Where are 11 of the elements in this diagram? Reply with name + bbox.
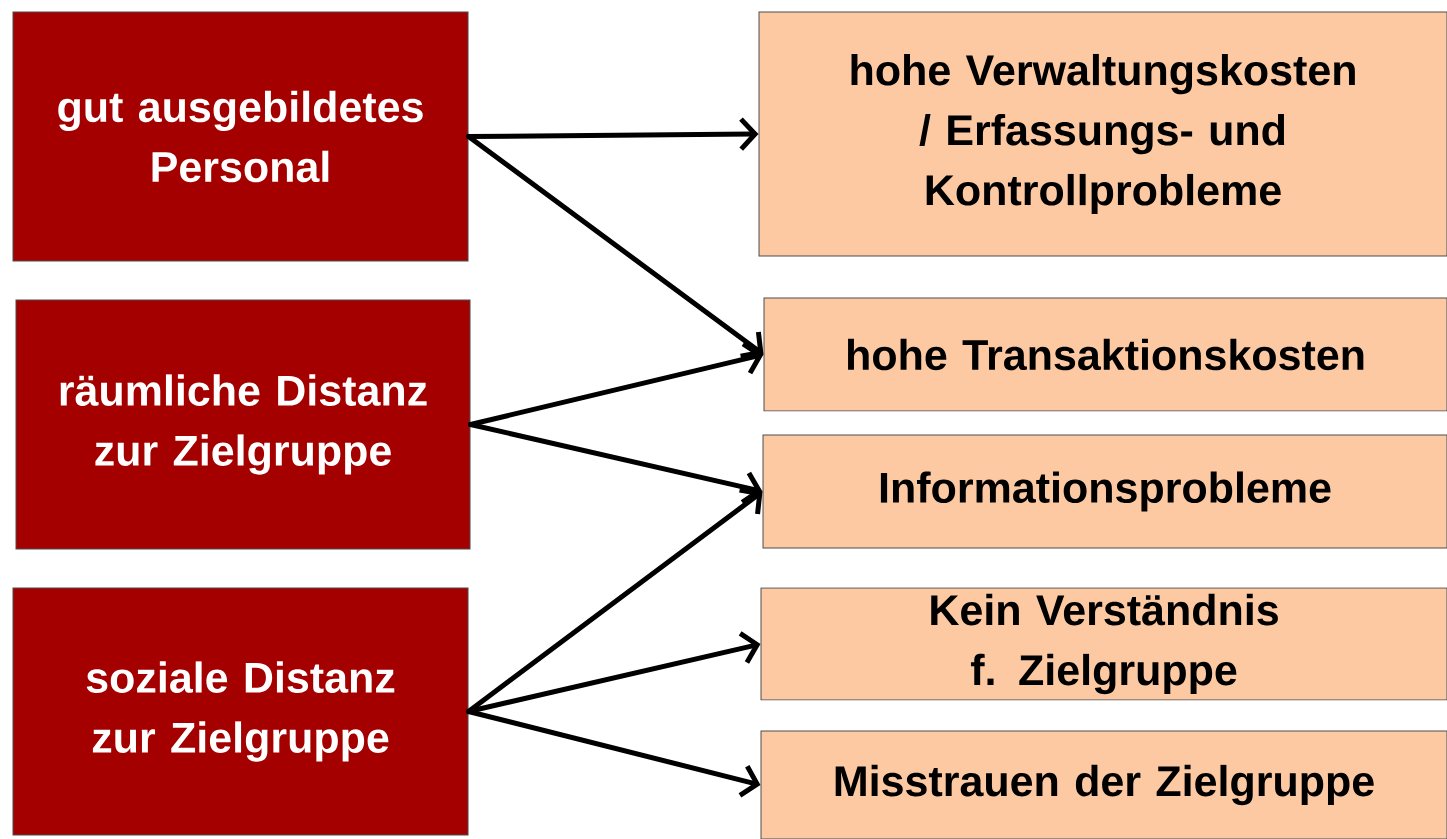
arrow (466, 709, 761, 798)
effect-box: Informationsprobleme (762, 434, 1447, 549)
effect-box: Kein Verständnis f. Zielgruppe (760, 587, 1447, 701)
effect-box: hohe Transaktionskosten (763, 297, 1447, 412)
arrow (468, 422, 763, 505)
effect-box: hohe Verwaltungskosten / Erfassungs- und Kontrollprobleme (758, 11, 1447, 257)
cause-box: räumliche Distanz zur Zielgruppe (15, 299, 471, 550)
effect-box: Misstrauen der Zielgruppe (760, 730, 1447, 839)
cause-box: gut ausgebildetes Personal (12, 11, 469, 262)
cause-box: soziale Distanz zur Zielgruppe (12, 587, 469, 836)
arrow (466, 134, 764, 359)
